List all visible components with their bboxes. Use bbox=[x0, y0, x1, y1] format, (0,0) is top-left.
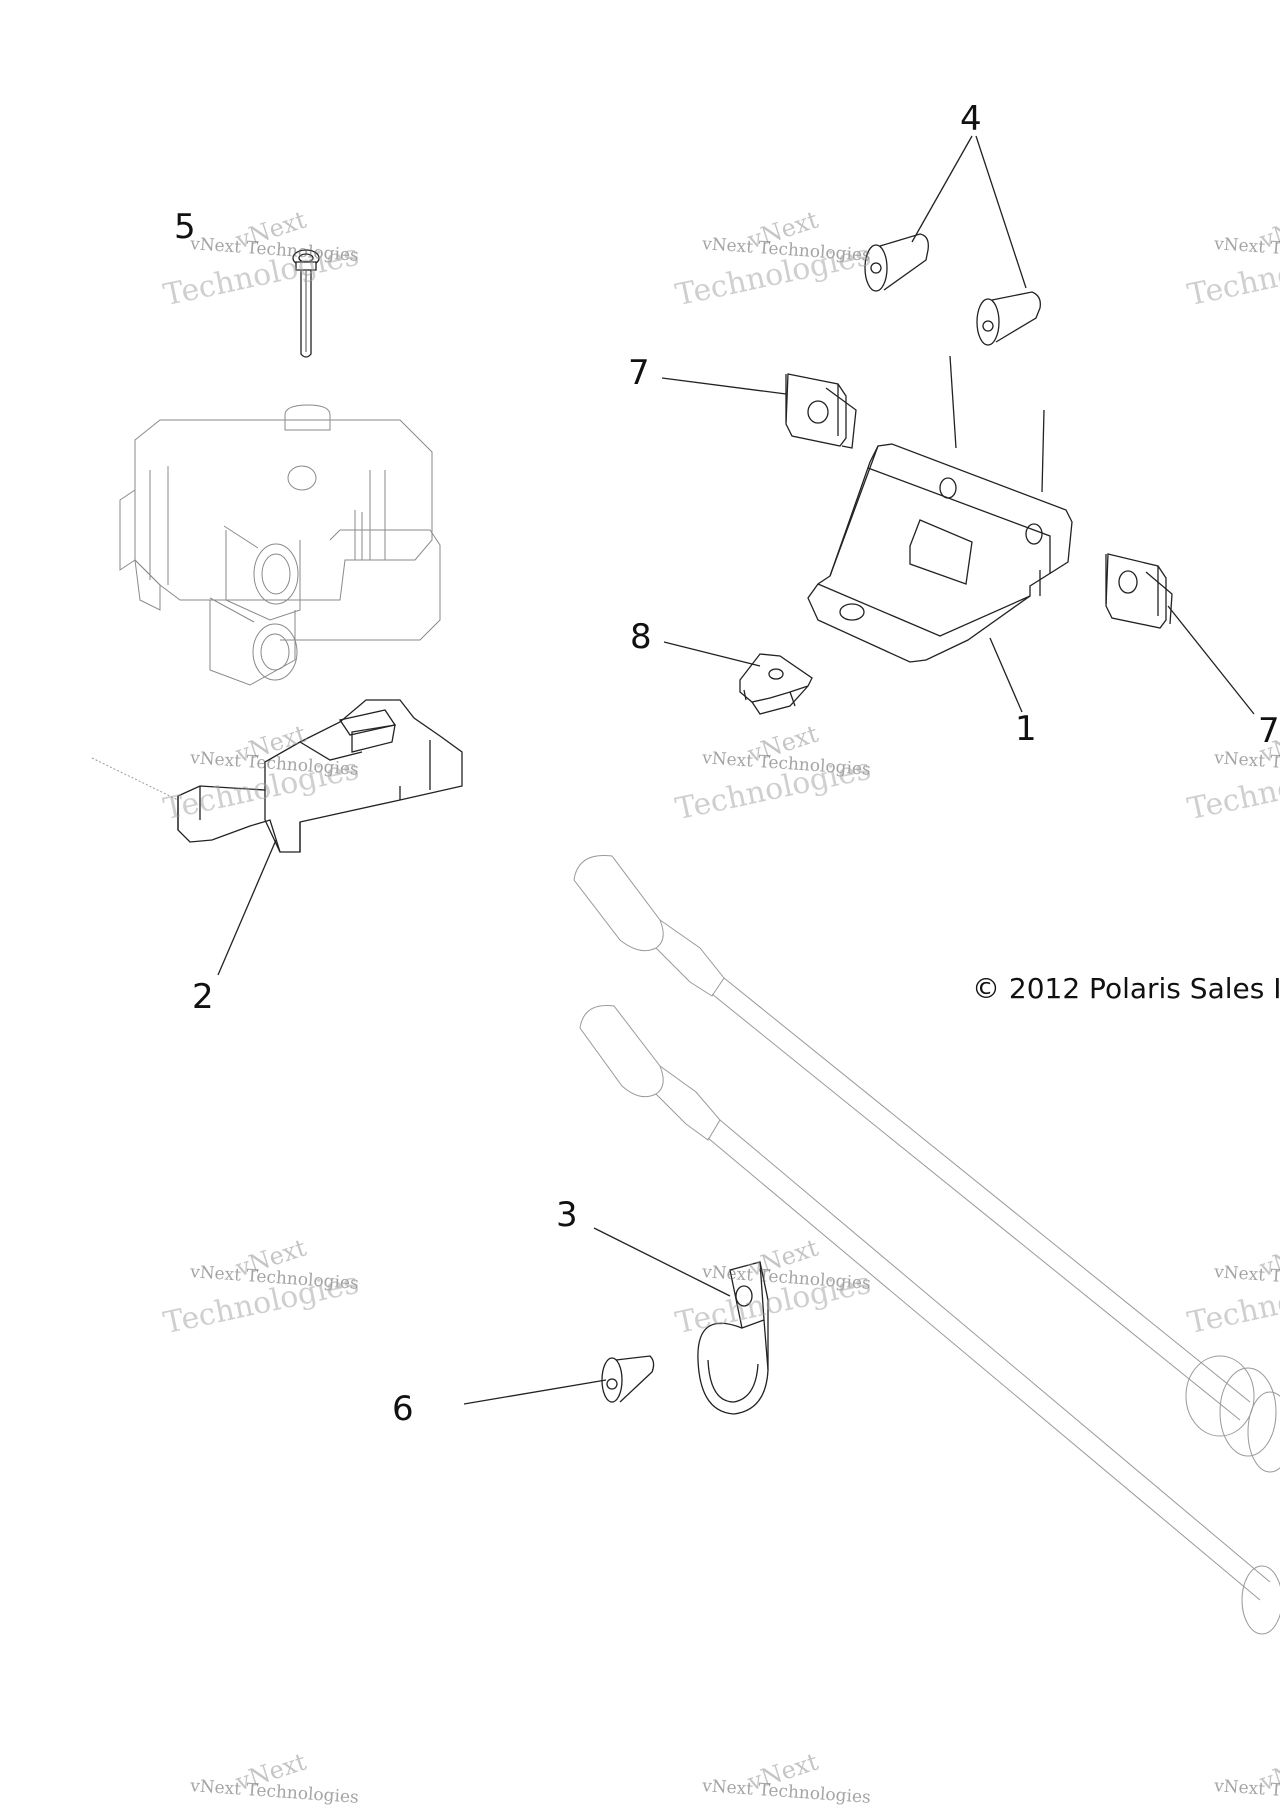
leader-4a bbox=[912, 136, 972, 242]
part-7-nut-upper bbox=[786, 374, 856, 448]
leader-2 bbox=[218, 840, 276, 975]
callout-8: 8 bbox=[630, 617, 652, 657]
leader-4b bbox=[976, 136, 1026, 288]
leader-7b bbox=[1168, 606, 1254, 714]
part-1-bracket bbox=[808, 444, 1072, 662]
copyright-notice: © 2012 Polaris Sales In bbox=[972, 972, 1280, 1005]
callout-2: 2 bbox=[192, 977, 214, 1017]
leader-1 bbox=[990, 638, 1022, 712]
callout-7: 7 bbox=[1258, 711, 1280, 751]
callout-1: 1 bbox=[1015, 709, 1037, 749]
callout-7: 7 bbox=[628, 353, 650, 393]
cable-harness bbox=[574, 856, 1280, 1635]
ignition-coil bbox=[120, 405, 440, 685]
part-5-bolt bbox=[293, 250, 319, 357]
part-2-bracket bbox=[92, 700, 462, 852]
screw-axis-a bbox=[950, 356, 956, 448]
leader-6 bbox=[464, 1380, 606, 1404]
leader-8 bbox=[664, 642, 760, 666]
leader-7a bbox=[662, 378, 786, 394]
callout-6: 6 bbox=[392, 1389, 414, 1429]
leader-3 bbox=[594, 1228, 730, 1296]
screw-axis-b bbox=[1042, 410, 1044, 492]
callout-5: 5 bbox=[174, 207, 196, 247]
part-8-clip bbox=[740, 654, 812, 714]
part-4-screws bbox=[865, 234, 1040, 345]
part-6-screw bbox=[602, 1356, 654, 1402]
part-3-clamp bbox=[698, 1262, 768, 1414]
part-7-nut-lower bbox=[1106, 554, 1172, 628]
callout-4: 4 bbox=[960, 99, 982, 139]
callout-3: 3 bbox=[556, 1195, 578, 1235]
